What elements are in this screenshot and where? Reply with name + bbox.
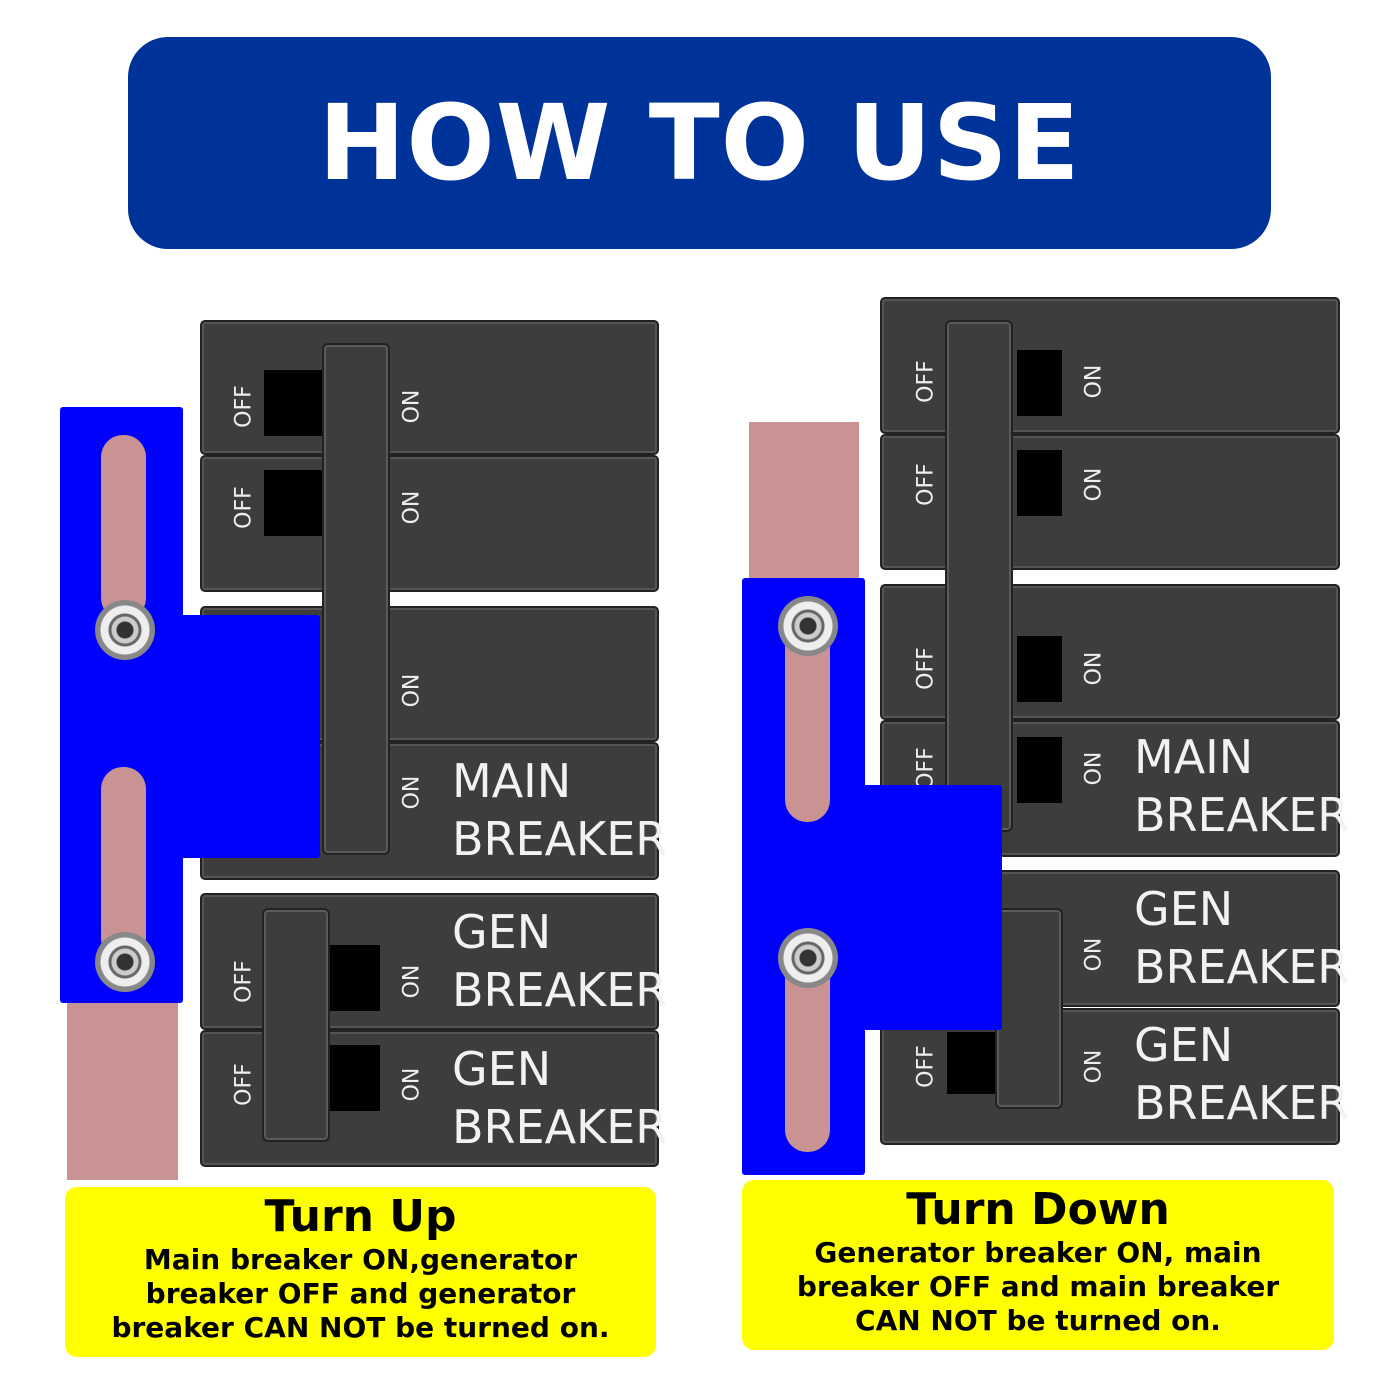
screw-icon [778, 928, 838, 988]
off-label: OFF [231, 486, 257, 529]
plate-slot [101, 767, 146, 960]
breaker-window [264, 370, 322, 436]
screw-icon [95, 600, 155, 660]
main-breaker-handle[interactable] [322, 343, 390, 855]
gen-breaker: OFF ON GEN BREAKER [880, 1008, 1349, 1145]
caption-line: breaker OFF and generator [145, 1277, 576, 1310]
on-label: ON [399, 490, 425, 525]
gen-breaker-handle[interactable] [262, 908, 330, 1142]
caption-title: Turn Down [906, 1184, 1170, 1235]
turn-down-caption: Turn Down Generator breaker ON, main bre… [742, 1180, 1334, 1350]
breaker-window [1017, 350, 1062, 416]
caption-line: Main breaker ON,generator [143, 1243, 578, 1276]
screw-icon [778, 596, 838, 656]
main-breaker-label-2: BREAKER [1134, 788, 1350, 842]
on-label: ON [1081, 1049, 1107, 1084]
off-label: OFF [231, 385, 257, 428]
on-label: ON [1081, 651, 1107, 686]
gen-breaker-label-2: BREAKER [452, 963, 668, 1017]
breaker-window [947, 1032, 997, 1094]
gen-breaker-label-1: GEN [452, 905, 552, 959]
copper-bar [749, 422, 859, 582]
gen-breaker-label-2: BREAKER [1134, 1076, 1350, 1130]
screw-icon [95, 932, 155, 992]
on-label: ON [399, 1067, 425, 1102]
off-label: OFF [913, 463, 939, 506]
page-title: HOW TO USE [318, 82, 1081, 204]
on-label: ON [1081, 751, 1107, 786]
header-banner: HOW TO USE [128, 37, 1271, 249]
main-breaker: ON MAIN BREAKER [200, 742, 667, 880]
interlock-plate-arm [862, 785, 1002, 1030]
main-breaker-label-1: MAIN [452, 754, 572, 808]
caption-line: CAN NOT be turned on. [855, 1304, 1221, 1337]
off-label: OFF [231, 1063, 257, 1106]
plate-slot [101, 435, 146, 620]
caption-line: breaker CAN NOT be turned on. [111, 1311, 610, 1344]
gen-breaker-label-1: GEN [452, 1042, 552, 1096]
breaker-window [1017, 737, 1062, 803]
copper-bar [67, 1000, 178, 1180]
on-label: ON [1081, 467, 1107, 502]
turn-up-caption: Turn Up Main breaker ON,generator breake… [65, 1187, 656, 1357]
on-label: ON [399, 775, 425, 810]
breaker: OFF ON [200, 455, 659, 592]
gen-breaker-handle[interactable] [995, 908, 1063, 1109]
gen-breaker-label-1: GEN [1134, 1018, 1234, 1072]
gen-breaker-label-2: BREAKER [1134, 940, 1350, 994]
on-label: ON [399, 389, 425, 424]
on-label: ON [399, 673, 425, 708]
off-label: OFF [231, 960, 257, 1003]
on-label: ON [1081, 937, 1107, 972]
on-label: ON [1081, 364, 1107, 399]
off-label: OFF [913, 1045, 939, 1088]
caption-title: Turn Up [264, 1191, 457, 1242]
breaker-window [1017, 450, 1062, 516]
breaker-window [264, 470, 322, 536]
caption-line: breaker OFF and main breaker [796, 1270, 1280, 1303]
breaker: OFF ON [200, 320, 659, 455]
main-breaker-label-1: MAIN [1134, 730, 1254, 784]
breaker-window [330, 945, 380, 1011]
main-breaker-handle[interactable] [945, 320, 1013, 832]
gen-breaker-label-2: BREAKER [452, 1100, 668, 1154]
caption-line: Generator breaker ON, main [814, 1236, 1262, 1269]
gen-breaker-label-1: GEN [1134, 882, 1234, 936]
interlock-plate-arm [180, 615, 320, 858]
on-label: ON [399, 964, 425, 999]
breaker-window [330, 1045, 380, 1111]
off-label: OFF [913, 360, 939, 403]
main-breaker-label-2: BREAKER [452, 812, 668, 866]
breaker-window [1017, 636, 1062, 702]
off-label: OFF [913, 647, 939, 690]
